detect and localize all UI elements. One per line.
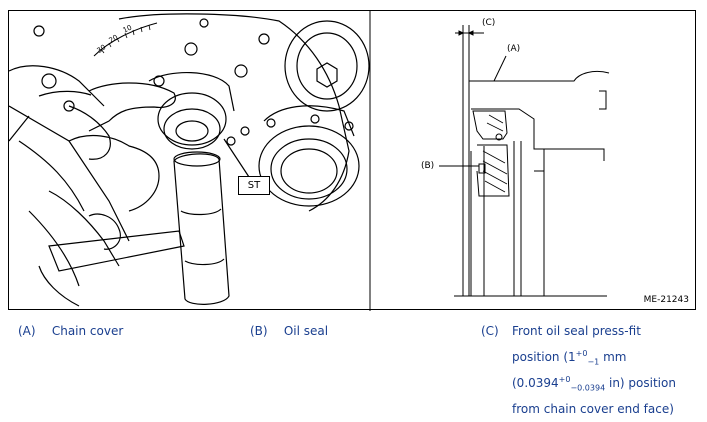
illustration-frame: 30 20 10 ST (C) (A) (B) ME-21243	[8, 10, 696, 311]
legend-key-b: (B)	[250, 324, 268, 338]
right-illustration	[439, 25, 610, 297]
legend-item-c: (C) Front oil seal press-fit position (1…	[481, 318, 703, 416]
st-label: ST	[247, 180, 261, 191]
legend-c-line4: from chain cover end face)	[512, 402, 674, 416]
callout-b: (B)	[421, 161, 435, 171]
left-illustration	[9, 13, 370, 307]
legend-text-c: Front oil seal press-fit position (1+0−1…	[512, 318, 704, 422]
legend-key-a: (A)	[18, 324, 36, 338]
legend-text-b: Oil seal	[283, 324, 329, 338]
legend-text-a: Chain cover	[51, 324, 124, 338]
legend-item-a: (A) Chain cover	[18, 318, 123, 344]
seal-hatching	[482, 114, 508, 193]
legend-c-line3: (0.0394+0−0.0394 in) position	[512, 375, 676, 393]
figure-id: ME-21243	[643, 295, 689, 305]
callout-c: (C)	[482, 18, 496, 28]
torque-scale-ticks	[100, 24, 151, 54]
legend-c-line1: Front oil seal press-fit	[512, 324, 641, 338]
callout-a: (A)	[507, 44, 521, 54]
line-drawing	[9, 11, 610, 311]
st-label-box: ST	[238, 176, 270, 195]
legend-c-line2: position (1+0−1 mm	[512, 349, 627, 367]
legend-key-c: (C)	[481, 324, 499, 338]
legend-item-b: (B) Oil seal	[250, 318, 328, 344]
